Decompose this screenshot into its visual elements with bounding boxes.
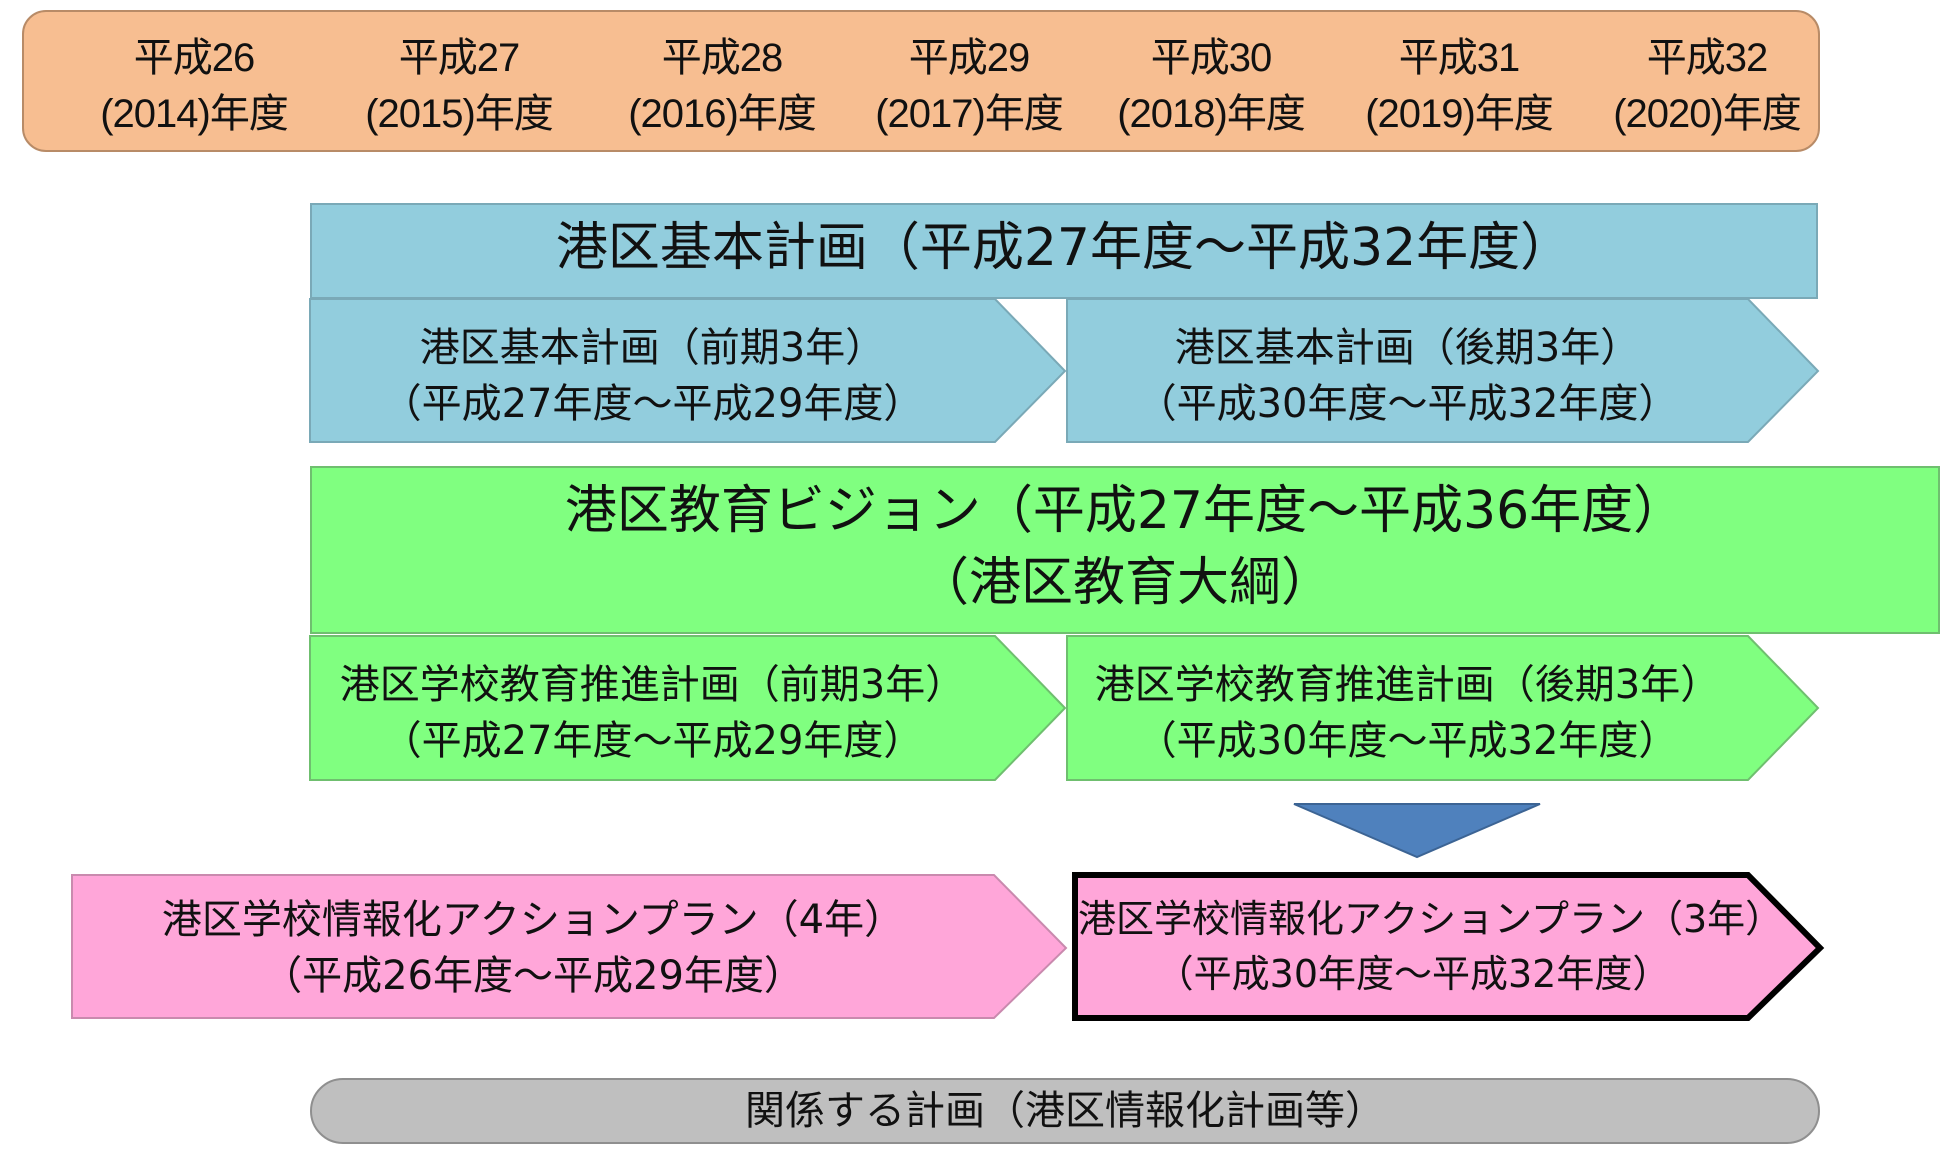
basic-plan-first-label: 港区基本計画（前期3年）（平成27年度～平成29年度） (381, 325, 924, 427)
year-2019: 平成31(2019)年度 (1365, 36, 1554, 136)
down-arrow (1293, 803, 1541, 859)
education-vision-subtitle: （港区教育大綱） (916, 553, 1333, 613)
basic-plan-second-label: 港区基本計画（後期3年）（平成30年度～平成32年度） (1136, 325, 1679, 427)
basic-plan-second-arrow (1066, 298, 1820, 443)
vision-first-label: 港区学校教育推進計画（前期3年）（平成27年度～平成29年度） (339, 662, 966, 764)
vision-second-arrow (1066, 635, 1820, 781)
vision-first-arrow (309, 635, 1067, 781)
basic-plan-first-arrow (309, 298, 1067, 443)
education-vision-title: 港区教育ビジョン（平成27年度～平成36年度） (564, 481, 1686, 541)
year-2018: 平成30(2018)年度 (1117, 36, 1306, 136)
vision-second-label: 港区学校教育推進計画（後期3年）（平成30年度～平成32年度） (1094, 662, 1721, 764)
action-plan-second-label: 港区学校情報化アクションプラン（3年）（平成30年度～平成32年度） (1078, 897, 1784, 997)
year-2016: 平成28(2016)年度 (628, 36, 817, 136)
basic-plan-title: 港区基本計画（平成27年度～平成32年度） (555, 218, 1573, 278)
year-2020: 平成32(2020)年度 (1613, 36, 1802, 136)
education-vision-band (310, 466, 1940, 634)
action-plan-first-label: 港区学校情報化アクションプラン（4年）（平成26年度～平成29年度） (161, 897, 905, 999)
year-2014: 平成26(2014)年度 (100, 36, 289, 136)
related-plans-pill (310, 1078, 1820, 1144)
related-plans-label: 関係する計画（港区情報化計画等） (745, 1088, 1385, 1134)
basic-plan-band (310, 203, 1818, 299)
year-2015: 平成27(2015)年度 (365, 36, 554, 136)
year-2017: 平成29(2017)年度 (875, 36, 1064, 136)
action-plan-second-arrow (1072, 872, 1825, 1021)
fiscal-year-header: 平成26(2014)年度 平成27(2015)年度 平成28(2016)年度 平… (22, 10, 1820, 152)
action-plan-first-arrow (71, 874, 1068, 1019)
